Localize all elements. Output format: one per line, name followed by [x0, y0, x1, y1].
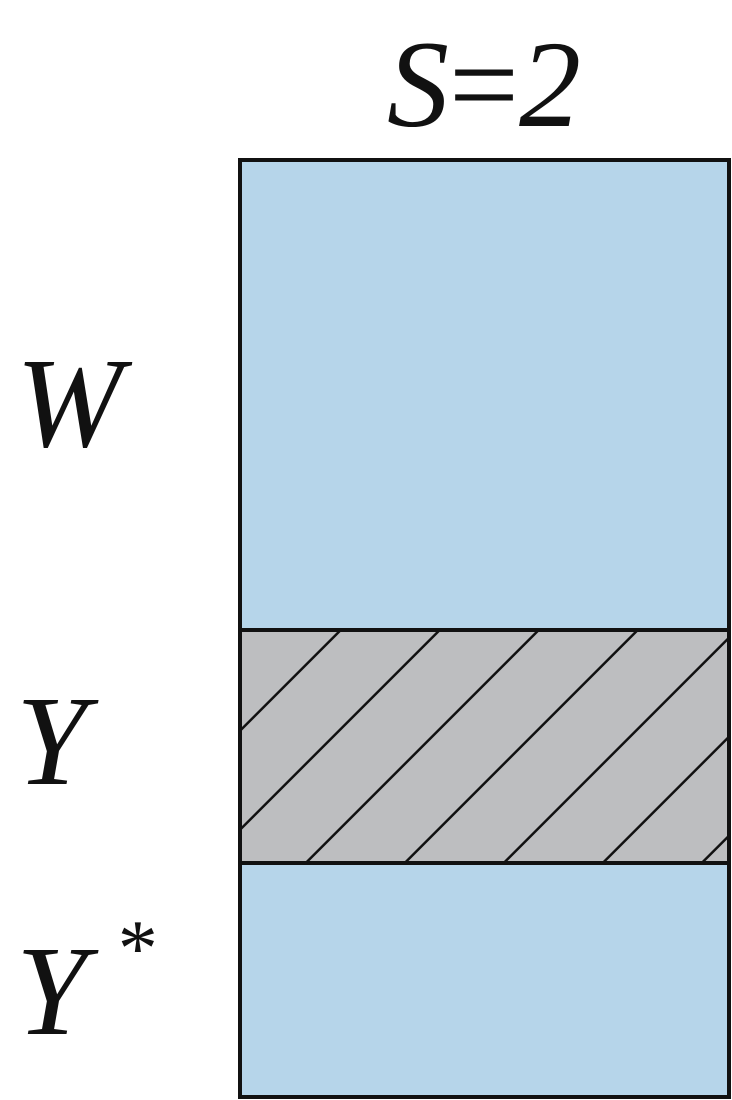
block-w [238, 158, 731, 632]
block-y-hatch [238, 628, 731, 865]
row-label-y-star-superscript: * [114, 905, 154, 993]
title-variable: S [387, 16, 449, 153]
row-label-w: W [16, 332, 133, 474]
diagram-title: S=2 [387, 16, 581, 153]
title-operator: = [449, 16, 519, 153]
title-value: 2 [519, 16, 581, 153]
row-label-y: Y [16, 670, 99, 812]
block-y-star [238, 861, 731, 1099]
row-label-y-star: Y [16, 920, 99, 1062]
